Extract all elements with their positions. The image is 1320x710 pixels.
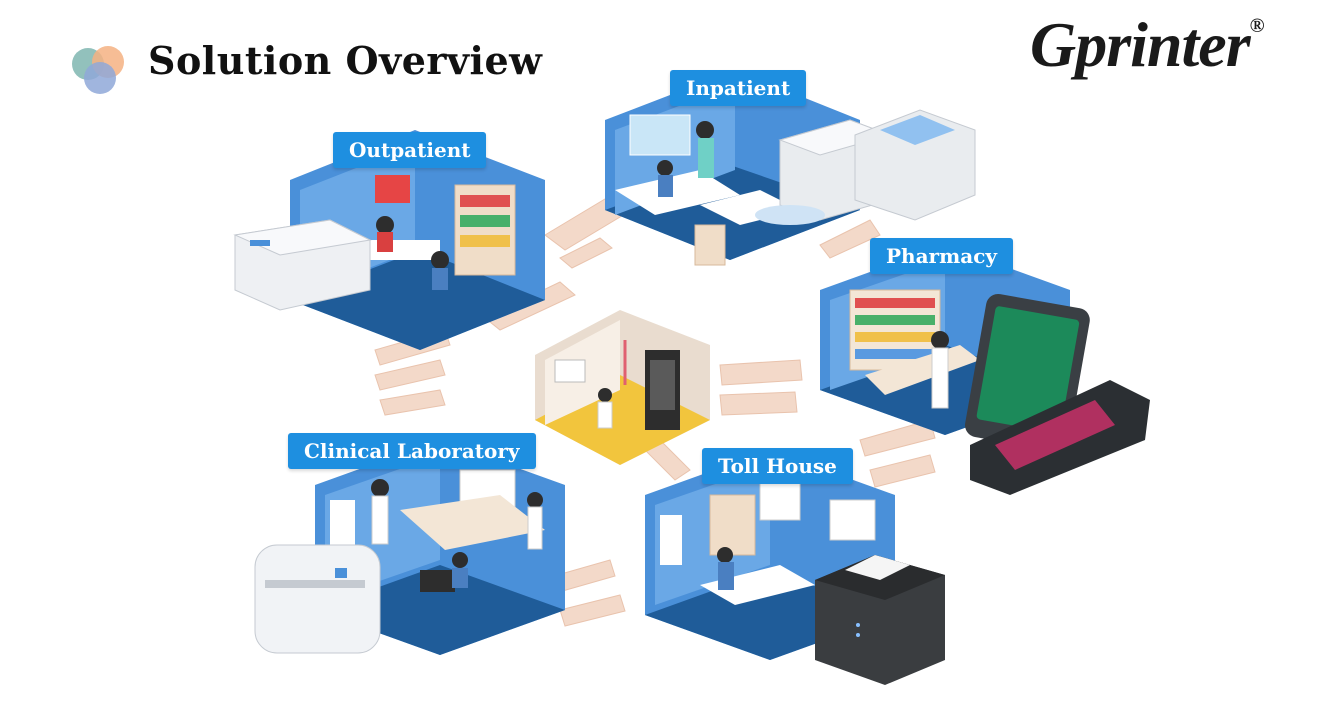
handheld-pos-devices — [965, 293, 1150, 495]
overlapping-circles-icon — [72, 46, 124, 94]
label-inpatient: Inpatient — [670, 70, 807, 106]
label-pharmacy: Pharmacy — [870, 238, 1013, 274]
label-outpatient: Outpatient — [333, 132, 487, 168]
label-printers-inpatient — [755, 109, 976, 225]
label-printer-outpatient — [233, 219, 372, 311]
brand-logo: Gprinter® — [1030, 8, 1265, 82]
registered-mark: ® — [1249, 14, 1265, 37]
receipt-printer — [815, 555, 945, 685]
label-toll-house: Toll House — [702, 448, 853, 484]
label-clinical-laboratory: Clinical Laboratory — [288, 433, 536, 469]
stairs — [374, 189, 936, 627]
brand-name: Gprinter — [1030, 9, 1251, 80]
page-title: Solution Overview — [148, 38, 543, 83]
compact-label-printer — [254, 544, 381, 654]
xray-room — [535, 310, 710, 465]
